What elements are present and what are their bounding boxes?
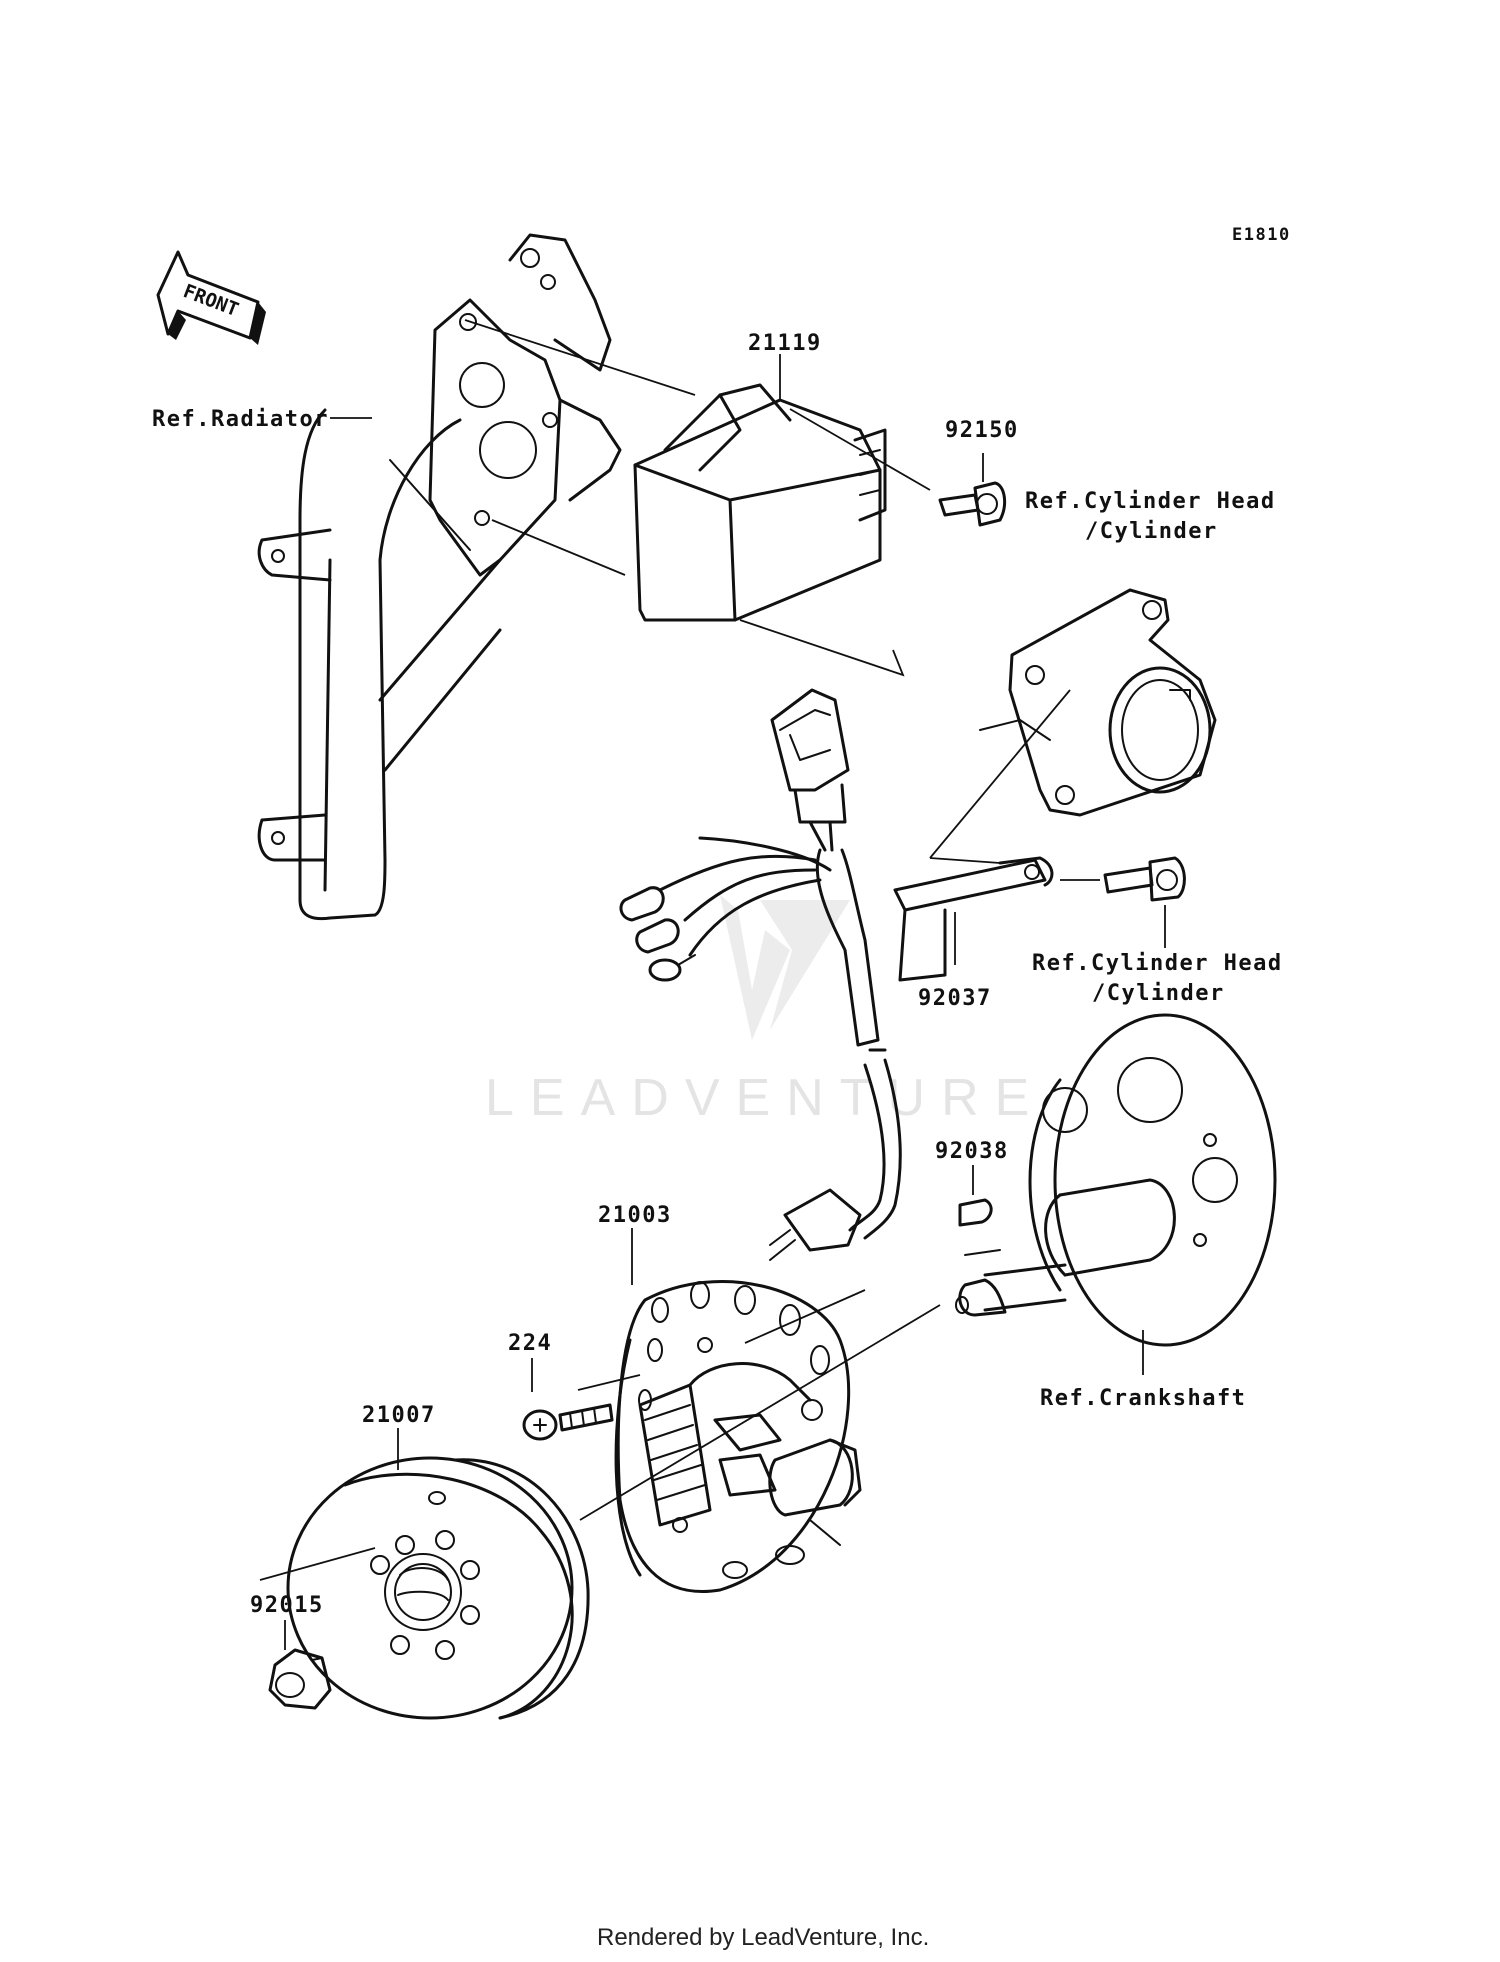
- footer-credit: Rendered by LeadVenture, Inc.: [597, 1924, 929, 1951]
- nut-92015: [268, 1648, 332, 1710]
- wire-harness: [619, 688, 902, 1261]
- cdi-unit: [633, 383, 887, 622]
- screw-224: [522, 1403, 614, 1441]
- label-92150: 92150: [945, 418, 1019, 443]
- flywheel: [286, 1456, 590, 1720]
- label-ref-cylinder-head-2-sub: /Cylinder: [1092, 981, 1225, 1006]
- label-92015: 92015: [250, 1593, 324, 1618]
- bolt-92150: [938, 481, 1007, 527]
- label-ref-radiator: Ref.Radiator: [152, 407, 329, 432]
- diagram-code: E1810: [1232, 225, 1291, 245]
- watermark-text: LEADVENTURE: [485, 1069, 1045, 1127]
- crankshaft-rotor: [955, 1013, 1277, 1347]
- leader-lines: [284, 354, 1166, 1650]
- label-92038: 92038: [935, 1139, 1009, 1164]
- guide-lines: [259, 319, 1100, 1581]
- label-224: 224: [508, 1331, 552, 1356]
- label-21119: 21119: [748, 331, 822, 356]
- label-92037: 92037: [918, 986, 992, 1011]
- label-ref-cylinder-head-1: Ref.Cylinder Head: [1025, 489, 1276, 514]
- label-ref-crankshaft: Ref.Crankshaft: [1040, 1386, 1246, 1411]
- plate-92037: [893, 856, 1186, 982]
- front-arrow-icon: FRONT: [156, 250, 266, 345]
- stator-plate: [614, 1279, 862, 1593]
- label-21007: 21007: [362, 1403, 436, 1428]
- label-ref-cylinder-head-2: Ref.Cylinder Head: [1032, 951, 1283, 976]
- cylinder-head-fitting: [979, 588, 1217, 817]
- label-ref-cylinder-head-1-sub: /Cylinder: [1085, 519, 1218, 544]
- label-21003: 21003: [598, 1203, 672, 1228]
- radiator-frame: [257, 233, 622, 921]
- leadventure-watermark: LEADVENTURE: [485, 895, 1045, 1127]
